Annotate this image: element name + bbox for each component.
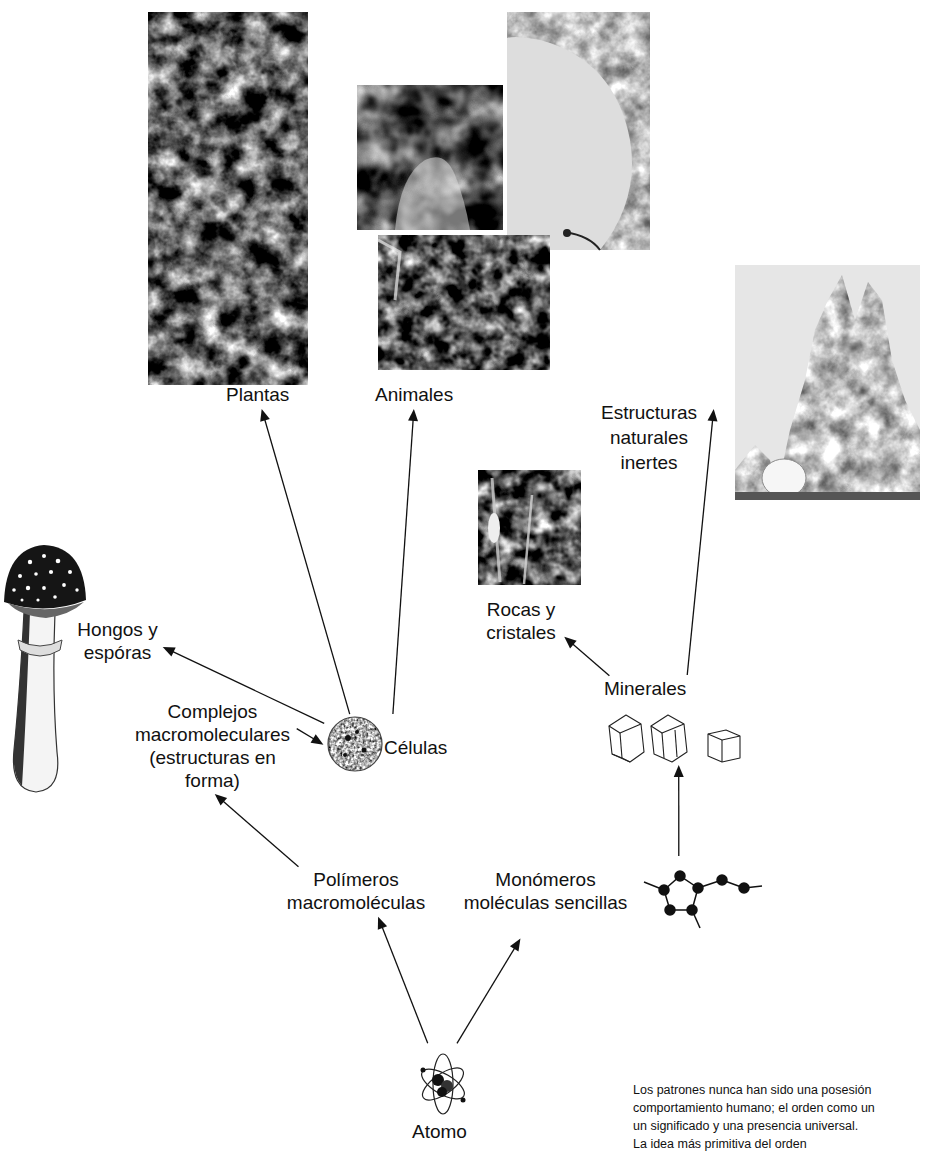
node-label: Complejos macromoleculares (estructuras … [130,700,295,792]
node-label: Estructuras naturales inertes [598,400,700,475]
animal-photos [357,12,650,370]
connector-line [678,775,679,856]
text-node: Células [326,716,447,771]
arrowhead [708,409,718,421]
node-label: Minerales [604,677,686,700]
caption-line: Los patrones nunca han sido una posesión [633,1082,871,1098]
node-label: Rocas y cristales [480,598,562,644]
node-label: Hongos y espóras [75,618,160,664]
connector-line [457,947,515,1043]
node-label: Atomo [412,1120,467,1143]
node-label: Plantas [226,383,289,406]
connector-line [382,926,428,1043]
molecule-drawing [644,871,762,928]
text-node: Complejos macromoleculares (estructuras … [130,700,295,792]
node-label: Monómeros moléculas sencillas [458,868,633,914]
text-node: Polímeros macromoléculas [286,868,426,914]
arrowhead [564,637,576,649]
plant-photo [148,12,308,385]
arrow-connector [260,409,350,714]
rock-crystal-photo [478,470,581,585]
arrow-connector [564,637,609,676]
caption-line: comportamiento humano; el orden como un [633,1100,875,1116]
connector-line [687,419,712,675]
atom-drawing [417,1054,469,1114]
text-node: Atomo [412,1045,467,1143]
rock-formation-photo [735,265,920,500]
arrow-connector [674,765,684,856]
arrow-connector [378,917,428,1043]
node-label: Polímeros macromoléculas [286,868,426,914]
text-node: Monómeros moléculas sencillas [458,858,778,936]
arrowhead [510,939,520,952]
caption-line: un significado y una presencia universal… [633,1118,858,1134]
arrowhead [674,765,684,777]
text-node: Minerales [604,677,742,762]
arrow-connector [215,794,299,867]
crystal-drawing [609,715,740,762]
node-label: Animales [375,383,453,406]
arrowhead [408,409,418,421]
connector-line [222,801,298,867]
node-label: Células [384,736,447,759]
mushroom-photo [4,545,86,792]
connector-line [264,418,349,714]
cell-drawing [328,717,382,771]
text-node: Hongos y espóras [75,618,160,664]
arrow-connector [687,409,717,675]
arrowhead [378,917,387,930]
arrowhead [260,409,270,422]
text-node: Estructuras naturales inertes [598,400,714,475]
arrowhead [311,734,324,744]
arrow-connector [457,939,520,1044]
connector-line [297,729,315,740]
arrow-connector [297,729,324,745]
connector-line [572,643,610,675]
text-node: Plantas [226,383,289,406]
arrowhead [215,794,227,806]
arrowhead [163,647,176,657]
caption-line: La idea más primitiva del orden [633,1136,807,1152]
text-node: Animales [375,383,453,406]
connector-line [393,419,413,714]
text-node: Rocas y cristales [480,598,562,644]
arrow-connector [393,409,418,714]
